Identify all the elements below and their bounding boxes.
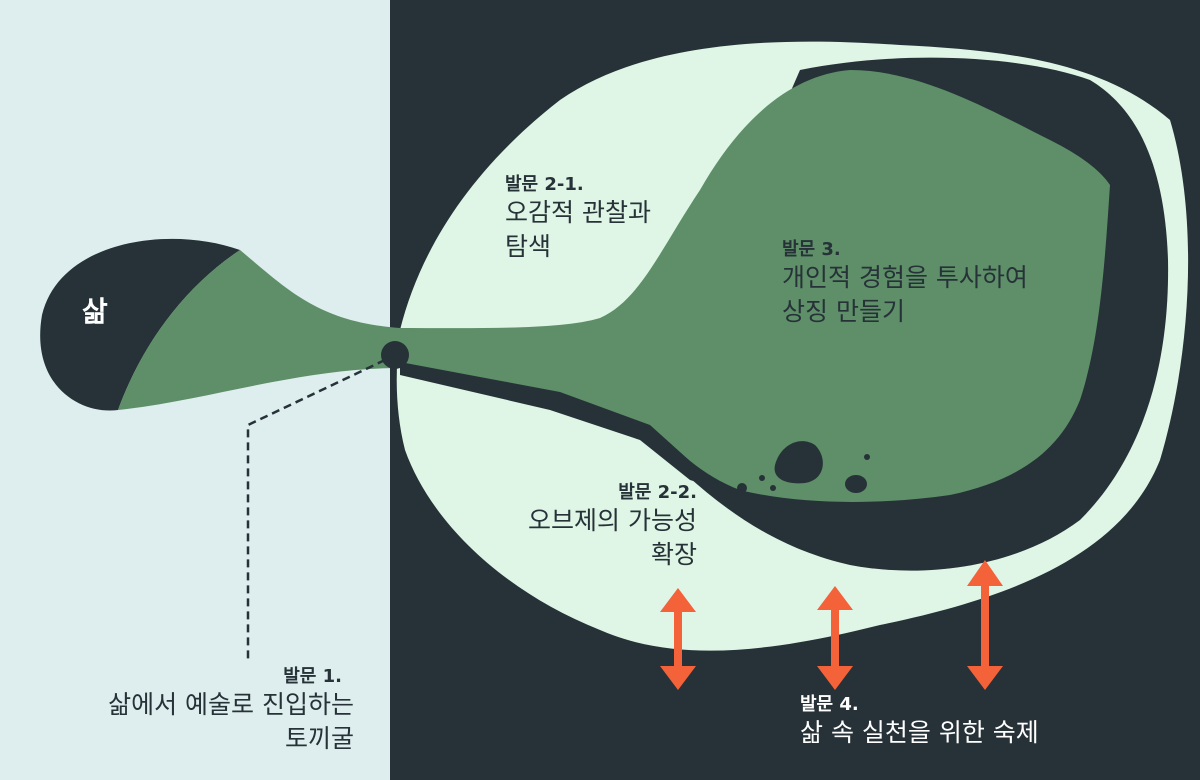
stage-title: 발문 4. (800, 694, 859, 715)
arrow-1 (660, 588, 696, 690)
stage-desc: 오브제의 가능성 (528, 506, 697, 535)
life-blob-green (118, 250, 400, 410)
stage-2-2-label: 발문 2-2. 오브제의 가능성 확장 (528, 478, 697, 572)
green-region (395, 70, 1110, 502)
stage-desc: 오감적 관찰과 (505, 198, 651, 227)
pebbles (737, 441, 870, 493)
life-blob-dark (40, 238, 240, 411)
stage-title: 발문 2-2. (618, 482, 697, 503)
stage-desc: 상징 만들기 (782, 297, 905, 326)
stage-title: 발문 2-1. (505, 174, 584, 195)
stage-desc: 탐색 (505, 232, 552, 261)
arrow-3 (967, 560, 1003, 690)
stage-title: 발문 1. (283, 666, 342, 687)
arrow-2 (817, 586, 853, 690)
stage-3-label: 발문 3. 개인적 경험을 투사하여 상징 만들기 (782, 235, 1028, 329)
rabbit-hole-entry (381, 341, 409, 369)
life-label: 삶 (82, 295, 108, 328)
stage-desc: 토끼굴 (284, 724, 354, 753)
stage-desc: 삶에서 예술로 진입하는 (108, 690, 354, 719)
stage-desc: 개인적 경험을 투사하여 (782, 263, 1028, 292)
stage-desc: 삶 속 실천을 위한 숙제 (800, 718, 1039, 747)
stage-1-label: 발문 1. 삶에서 예술로 진입하는 토끼굴 (108, 662, 354, 756)
stalk-shadow (400, 362, 740, 495)
stage-4-label: 발문 4. 삶 속 실천을 위한 숙제 (800, 690, 1039, 750)
stage-desc: 확장 (650, 540, 697, 569)
stage-title: 발문 3. (782, 239, 841, 260)
stage-2-1-label: 발문 2-1. 오감적 관찰과 탐색 (505, 170, 651, 264)
